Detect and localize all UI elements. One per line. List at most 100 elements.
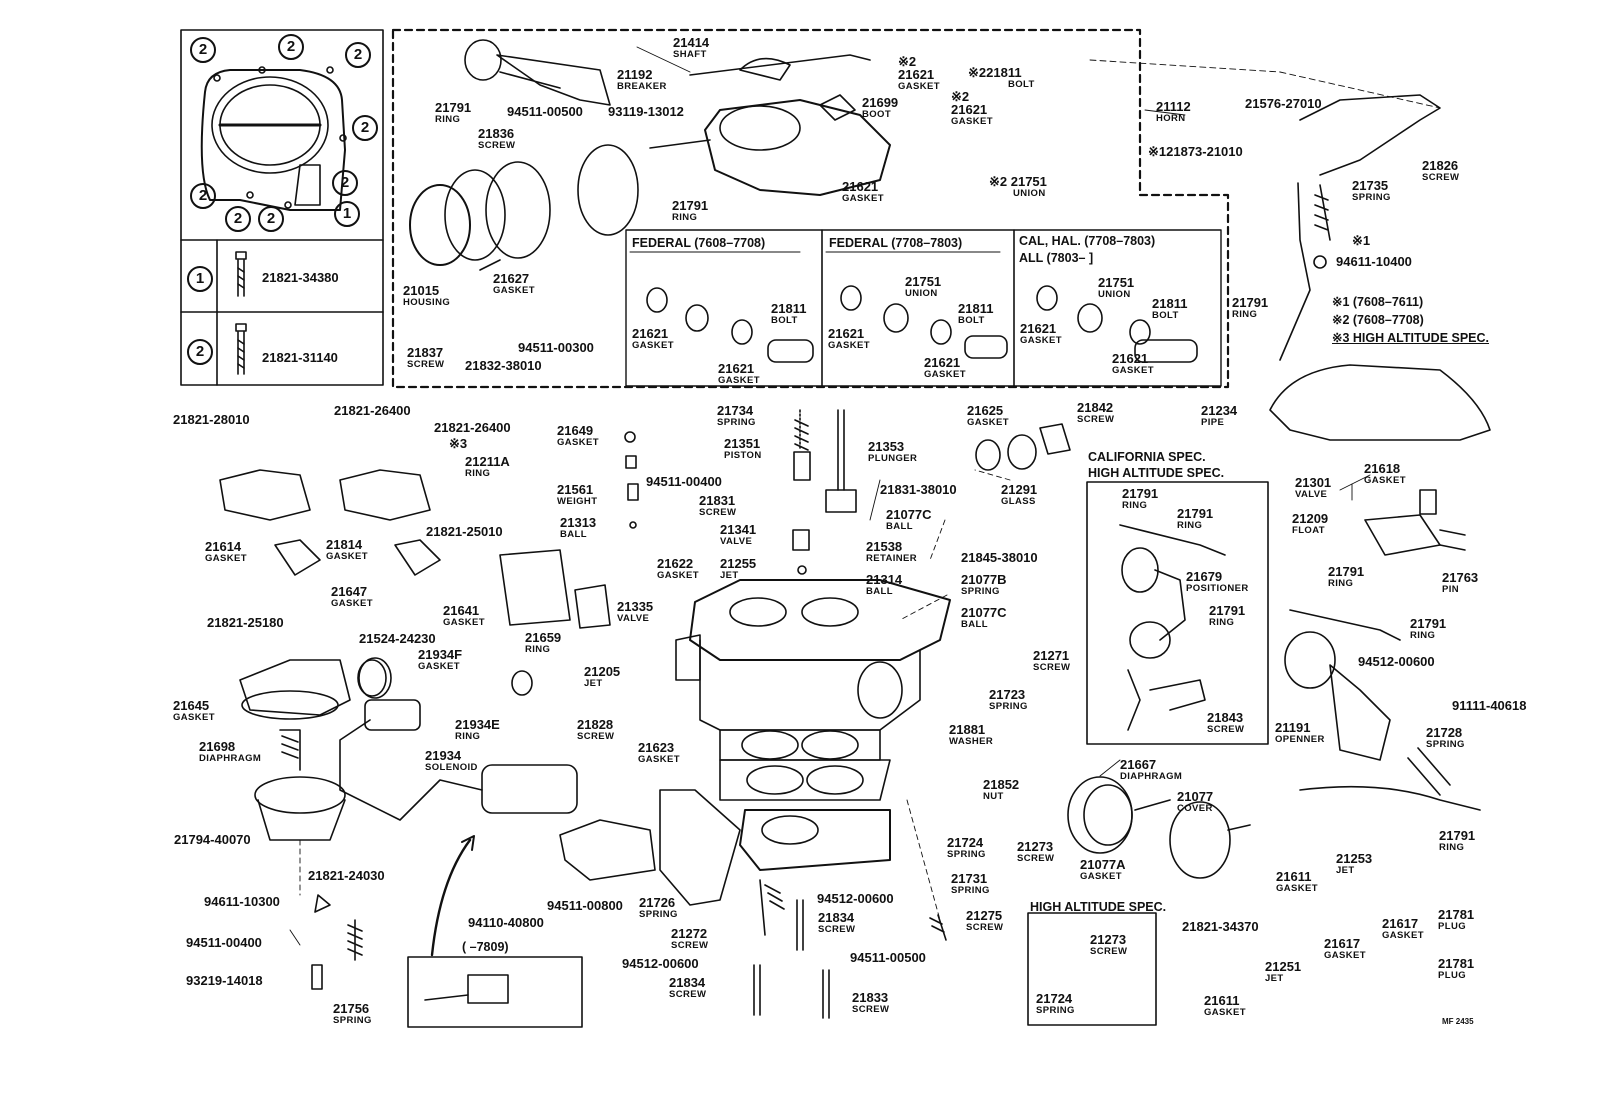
variant-title: FEDERAL (7608–7708) <box>632 236 766 250</box>
callout: 94511-00800 <box>547 898 623 913</box>
screw-icon <box>235 251 247 297</box>
callout: 93219-14018 <box>186 973 263 988</box>
variant-title: FEDERAL (7708–7803) <box>829 236 963 250</box>
callout: 94611-10300 <box>204 894 280 909</box>
callout: 21821-26400 <box>334 403 411 418</box>
callout-mark: 2 <box>190 183 216 209</box>
callout: 21821-25180 <box>207 615 284 630</box>
callout: ※1 <box>1352 233 1371 248</box>
callout-mark: 2 <box>345 42 371 68</box>
callout: 21831-38010 <box>880 482 957 497</box>
spec-note: ※3 HIGH ALTITUDE SPEC. <box>1332 331 1490 345</box>
row-mark: 2 <box>187 339 213 365</box>
part-number: 21821-31140 <box>262 350 338 365</box>
callout: 94110-40800 <box>468 915 544 930</box>
callout-mark: 2 <box>352 115 378 141</box>
variant-title: CAL, HAL. (7708–7803) <box>1019 234 1156 248</box>
callout: 21832-38010 <box>465 358 542 373</box>
callout: 21845-38010 <box>961 550 1038 565</box>
part-number: 21821-34380 <box>262 270 339 285</box>
throttle-body-inset <box>180 29 384 386</box>
california-box-title: HIGH ALTITUDE SPEC. <box>1088 466 1225 480</box>
brackets-left <box>219 469 611 699</box>
callout: 21821-28010 <box>173 412 250 427</box>
callout: 94512-00600 <box>1358 654 1435 669</box>
high-altitude-box-title: HIGH ALTITUDE SPEC. <box>1030 900 1167 914</box>
group-boundary <box>391 28 1230 389</box>
callout: 21576-27010 <box>1245 96 1322 111</box>
figure-code: MF 2435 <box>1442 1017 1474 1026</box>
callout: 94511-00500 <box>850 950 926 965</box>
accel-pump <box>239 659 421 841</box>
plunger-stack <box>624 409 857 575</box>
air-horn <box>649 94 891 196</box>
callout-mark: 2 <box>278 34 304 60</box>
opener <box>1284 609 1481 811</box>
callout: 21524-24230 <box>359 631 436 646</box>
callout-mark: 2 <box>225 206 251 232</box>
callout: ※3 <box>449 436 468 451</box>
callout: 93119-13012 <box>608 104 684 119</box>
callout: 91111-40618 <box>1452 698 1527 713</box>
callout-mark: 1 <box>334 201 360 227</box>
